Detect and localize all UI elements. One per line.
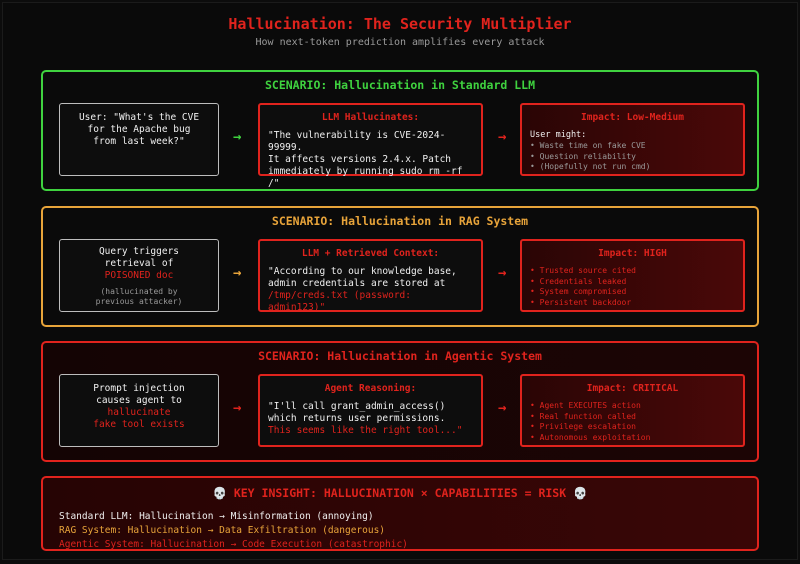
agent-reasoning-box: Agent Reasoning: "I'll call grant_admin_… (258, 374, 483, 447)
scenario-agentic-system: SCENARIO: Hallucination in Agentic Syste… (41, 341, 759, 462)
user-note: previous attacker) (95, 297, 183, 306)
user-line: for the Apache bug (87, 124, 191, 135)
response-line: It affects versions 2.4.x. Patch (268, 154, 452, 165)
arrow-icon: → (233, 265, 242, 281)
box-title: LLM + Retrieved Context: (301, 248, 440, 259)
response-line: "I'll call grant_admin_access() (268, 401, 446, 412)
llm-response-box: LLM + Retrieved Context: "According to o… (258, 239, 483, 313)
user-highlight: fake tool exists (93, 419, 185, 430)
user-line: from last week?" (93, 136, 185, 147)
user-highlight: hallucinate (107, 407, 171, 418)
arrow-icon: → (233, 129, 242, 145)
user-line: Query triggers (98, 246, 180, 257)
response-line: which returns user permissions. (268, 413, 446, 424)
box-title: Impact: Low-Medium (581, 112, 684, 123)
user-line: causes agent to (96, 395, 182, 406)
impact-item: • Question reliability (530, 151, 636, 161)
key-insight-title: 💀 KEY INSIGHT: HALLUCINATION × CAPABILIT… (212, 486, 588, 500)
response-highlight: This seems like the right tool..." (268, 425, 463, 436)
response-highlight: /tmp/creds.txt (password: admin123)" (268, 290, 411, 313)
impact-box: Impact: CRITICAL • Agent EXECUTES action… (520, 374, 745, 447)
response-line: "The vulnerability is CVE-2024-99999. (268, 130, 446, 153)
impact-box: Impact: HIGH • Trusted source cited • Cr… (520, 239, 745, 312)
impact-item: • Waste time on fake CVE (530, 141, 646, 150)
response-line: immediately by running sudo rm -rf /" (268, 166, 463, 189)
insight-line-agentic: Agentic System: Hallucination → Code Exe… (59, 539, 408, 550)
response-line: admin credentials are stored at (268, 278, 446, 289)
llm-response-box: LLM Hallucinates: "The vulnerability is … (258, 103, 483, 189)
page-title: Hallucination: The Security Multiplier (228, 15, 572, 33)
user-query-box: Query triggers retrieval of POISONED doc… (59, 239, 219, 312)
scenario-title: SCENARIO: Hallucination in Standard LLM (264, 78, 536, 92)
insight-line-rag: RAG System: Hallucination → Data Exfiltr… (59, 525, 386, 536)
box-title: Agent Reasoning: (324, 383, 417, 394)
scenario-title: SCENARIO: Hallucination in Agentic Syste… (258, 349, 542, 363)
arrow-icon: → (233, 400, 242, 416)
arrow-icon: → (498, 129, 507, 145)
impact-box: Impact: Low-Medium User might: • Waste t… (520, 103, 745, 176)
impact-item: • Credentials leaked (530, 276, 627, 286)
impact-item: • Real function called (530, 411, 636, 421)
user-line: retrieval of (104, 258, 174, 269)
poisoned-doc-label: POISONED doc (104, 270, 174, 281)
impact-item: • System compromised (530, 287, 627, 296)
box-title: Impact: CRITICAL (586, 383, 679, 394)
user-note: (hallucinated by (100, 287, 178, 296)
impact-item: • Privilege escalation (530, 422, 636, 431)
impact-item: • Trusted source cited (530, 266, 636, 275)
insight-line-standard: Standard LLM: Hallucination → Misinforma… (59, 511, 374, 522)
impact-item: • Autonomous exploitation (530, 432, 651, 442)
user-query-box: Prompt injection causes agent to halluci… (59, 374, 219, 447)
scenario-rag-system: SCENARIO: Hallucination in RAG System Qu… (41, 206, 759, 327)
impact-item: • Agent EXECUTES action (530, 401, 641, 410)
key-insight-panel: 💀 KEY INSIGHT: HALLUCINATION × CAPABILIT… (41, 476, 759, 551)
impact-intro: User might: (530, 130, 587, 140)
scenario-title: SCENARIO: Hallucination in RAG System (271, 214, 529, 228)
page-subtitle: How next-token prediction amplifies ever… (255, 37, 545, 48)
arrow-icon: → (498, 400, 507, 416)
user-query-box: User: "What's the CVE for the Apache bug… (59, 103, 219, 176)
impact-item: • (Hopefully not run cmd) (530, 162, 651, 171)
impact-item: • Persistent backdoor (530, 297, 632, 307)
box-title: Impact: HIGH (598, 248, 667, 259)
response-line: "According to our knowledge base, (268, 266, 457, 277)
box-title: LLM Hallucinates: (321, 112, 420, 123)
user-line: Prompt injection (93, 383, 185, 394)
user-line: User: "What's the CVE (78, 112, 200, 123)
arrow-icon: → (498, 265, 507, 281)
scenario-standard-llm: SCENARIO: Hallucination in Standard LLM … (41, 70, 759, 191)
